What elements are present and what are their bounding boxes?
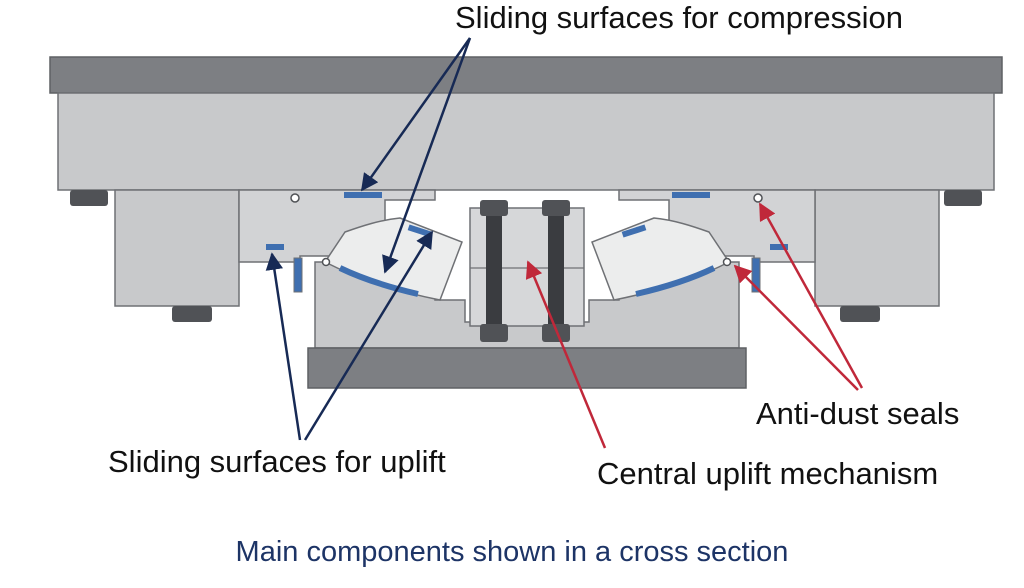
top-bolt-left bbox=[70, 190, 108, 206]
central-bolt-left bbox=[480, 200, 508, 342]
seal-right-low bbox=[722, 257, 732, 267]
top-plate-cap bbox=[49, 56, 1003, 94]
top-plate-body bbox=[57, 92, 995, 191]
uplift-curved-pad-right bbox=[635, 265, 716, 297]
side-bolt-left bbox=[172, 306, 212, 322]
label-compression: Sliding surfaces for compression bbox=[455, 0, 903, 35]
seal-left-top bbox=[290, 193, 300, 203]
label-central: Central uplift mechanism bbox=[597, 456, 938, 491]
central-bolt-right bbox=[542, 200, 570, 342]
label-seals: Anti-dust seals bbox=[756, 396, 959, 431]
right-side-block bbox=[814, 189, 940, 307]
arrow-compression-1 bbox=[360, 37, 472, 192]
bottom-plate bbox=[307, 347, 747, 389]
top-bolt-right bbox=[944, 190, 982, 206]
uplift-curved-pad-left bbox=[338, 265, 419, 297]
label-uplift: Sliding surfaces for uplift bbox=[108, 444, 446, 479]
arrow-compression-2 bbox=[382, 37, 472, 274]
seal-left-low bbox=[321, 257, 331, 267]
side-pad-left bbox=[293, 257, 303, 293]
uplift-pad-left bbox=[266, 244, 284, 250]
arrow-seal-2 bbox=[733, 264, 859, 391]
arrow-uplift-1 bbox=[265, 252, 302, 441]
seal-right-top bbox=[753, 193, 763, 203]
left-side-block bbox=[114, 189, 240, 307]
arrow-seal-1 bbox=[758, 202, 864, 389]
caption: Main components shown in a cross section bbox=[236, 536, 789, 568]
compression-pad-right bbox=[672, 192, 710, 198]
arrow-uplift-2 bbox=[303, 230, 434, 441]
uplift-pad-right bbox=[770, 244, 788, 250]
right-curved-slider bbox=[591, 217, 731, 301]
inner-pad-right bbox=[621, 224, 647, 238]
side-bolt-right bbox=[840, 306, 880, 322]
arrow-central bbox=[525, 260, 607, 449]
compression-pad-left bbox=[344, 192, 382, 198]
